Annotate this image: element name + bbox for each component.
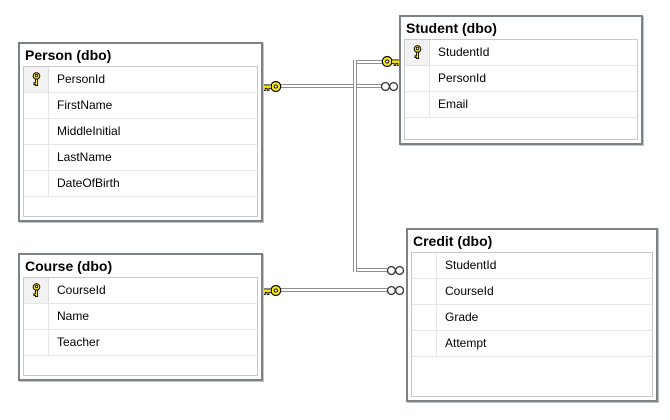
column-name: PersonId	[57, 72, 106, 86]
column-name: CourseId	[445, 284, 494, 298]
column-name: Grade	[445, 310, 479, 324]
primary-key-icon	[24, 278, 49, 303]
table-title[interactable]: Credit (dbo)	[413, 233, 493, 249]
table-row[interactable]: Teacher	[24, 330, 257, 356]
relationship-line-segment[interactable]	[353, 268, 387, 272]
key-cell-empty	[405, 66, 430, 91]
table-row[interactable]: StudentId	[405, 40, 637, 66]
relationship-line-segment[interactable]	[277, 288, 387, 292]
key-cell-empty	[412, 305, 437, 330]
key-end-icon	[381, 55, 402, 68]
table-row[interactable]: Attempt	[412, 331, 652, 357]
key-end-icon	[261, 284, 282, 297]
relationship-line-segment[interactable]	[353, 60, 383, 64]
infinity-end-icon	[386, 285, 406, 296]
table-row[interactable]: CourseId	[412, 279, 652, 305]
key-cell-empty	[412, 253, 437, 278]
column-name: Name	[57, 309, 90, 323]
column-name: StudentId	[438, 45, 490, 59]
key-cell-empty	[405, 92, 430, 117]
column-name: Teacher	[57, 335, 100, 349]
key-cell-empty	[412, 279, 437, 304]
key-cell-empty	[24, 330, 49, 355]
table-row[interactable]: PersonId	[24, 67, 257, 93]
table-row[interactable]: StudentId	[412, 253, 652, 279]
relationship-line-segment[interactable]	[353, 60, 357, 272]
column-name: PersonId	[438, 71, 487, 85]
relationship-line-segment[interactable]	[277, 84, 382, 88]
table-row[interactable]: MiddleInitial	[24, 119, 257, 145]
column-name: CourseId	[57, 283, 106, 297]
table-title[interactable]: Person (dbo)	[25, 47, 112, 63]
key-cell-empty	[24, 304, 49, 329]
table-row[interactable]: Grade	[412, 305, 652, 331]
key-cell-empty	[24, 145, 49, 170]
infinity-end-icon	[380, 81, 400, 92]
key-end-icon	[261, 80, 282, 93]
column-name: LastName	[57, 150, 112, 164]
table-row[interactable]: Name	[24, 304, 257, 330]
infinity-end-icon	[386, 265, 406, 276]
column-name: Attempt	[445, 336, 487, 350]
table-row[interactable]: Email	[405, 92, 637, 118]
column-name: DateOfBirth	[57, 176, 120, 190]
table-title[interactable]: Course (dbo)	[25, 258, 113, 274]
column-name: Email	[438, 97, 469, 111]
table-row[interactable]: LastName	[24, 145, 257, 171]
table-row[interactable]: CourseId	[24, 278, 257, 304]
table-row[interactable]: DateOfBirth	[24, 171, 257, 197]
column-name: StudentId	[445, 258, 497, 272]
column-name: FirstName	[57, 98, 113, 112]
primary-key-icon	[405, 40, 430, 65]
key-cell-empty	[24, 119, 49, 144]
column-name: MiddleInitial	[57, 124, 121, 138]
key-cell-empty	[412, 331, 437, 356]
table-title[interactable]: Student (dbo)	[406, 20, 497, 36]
primary-key-icon	[24, 67, 49, 92]
table-row[interactable]: FirstName	[24, 93, 257, 119]
table-row[interactable]: PersonId	[405, 66, 637, 92]
key-cell-empty	[24, 93, 49, 118]
key-cell-empty	[24, 171, 49, 196]
